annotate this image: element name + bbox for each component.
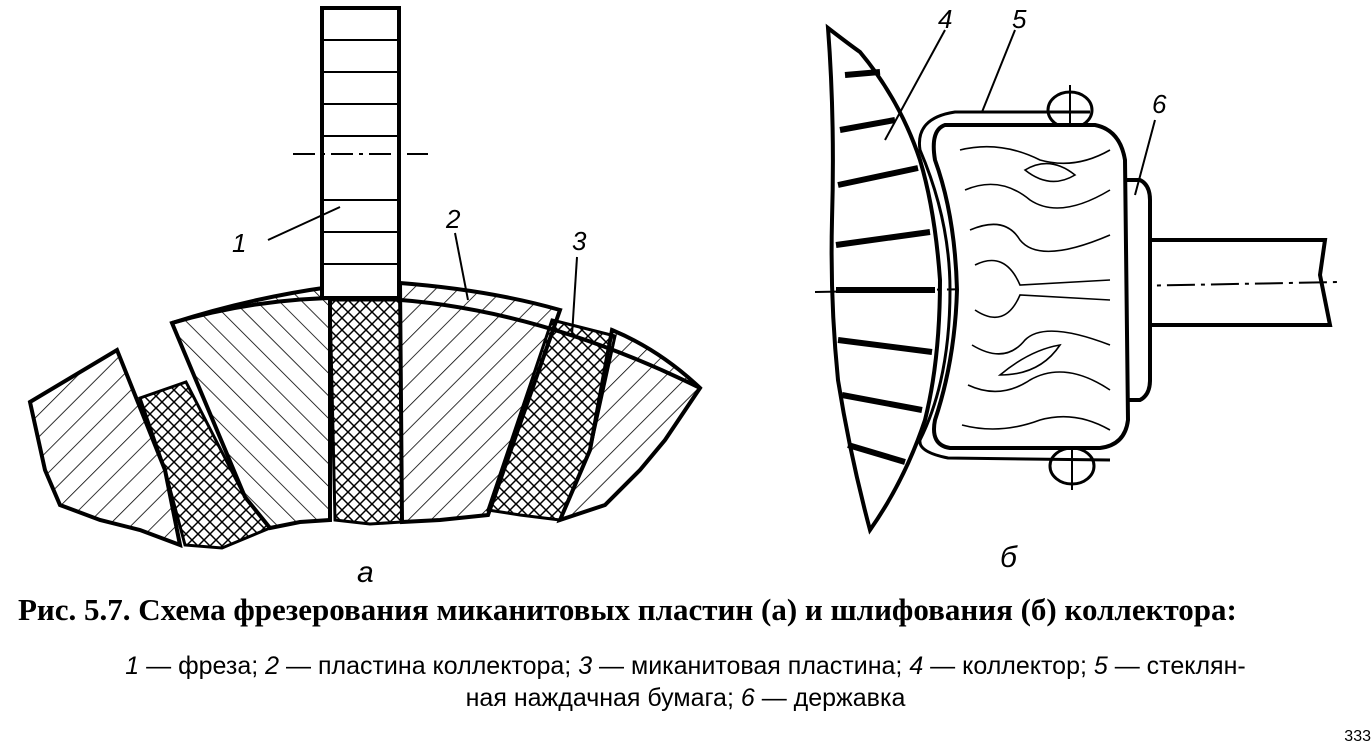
figure-caption-title: Рис. 5.7. Схема фрезерования миканитовых… xyxy=(18,592,1237,627)
commutator-segment xyxy=(27,347,183,549)
commutator-segment xyxy=(556,327,703,524)
leader-line-4 xyxy=(884,29,946,141)
callout-2: 2 xyxy=(445,204,461,234)
panel-a-label: а xyxy=(357,556,374,589)
leader-line-1 xyxy=(267,206,341,241)
leader-line-6 xyxy=(1134,119,1156,196)
wooden-block xyxy=(931,123,1131,450)
legend-num-4: 4 xyxy=(909,652,924,680)
legend-num-1: 1 xyxy=(125,652,140,680)
legend-text-5-cont: ная наждачная бумага; xyxy=(465,684,741,712)
legend-num-2: 2 xyxy=(265,652,280,680)
callout-3: 3 xyxy=(572,226,587,256)
callout-4: 4 xyxy=(938,4,952,34)
leader-line-2 xyxy=(454,232,469,301)
mica-plate xyxy=(138,380,273,550)
figure-drawing: 1 2 3 а xyxy=(27,4,1341,589)
callout-6: 6 xyxy=(1152,89,1167,119)
legend-text-3: — миканитовая пластина; xyxy=(592,652,910,680)
commutator-outer-arc xyxy=(171,295,701,390)
legend-text-5: — стеклян- xyxy=(1107,652,1246,680)
legend-num-5: 5 xyxy=(1093,652,1108,680)
panel-b-label: б xyxy=(1000,541,1018,574)
legend-text-6: — державка xyxy=(754,684,906,712)
figure-caption-legend: 1 — фреза; 2 — пластина коллектора; 3 — … xyxy=(0,650,1371,714)
legend-num-3: 3 xyxy=(578,652,593,680)
leader-line-5 xyxy=(981,29,1016,113)
callout-1: 1 xyxy=(232,228,246,258)
legend-text-4: — коллектор; xyxy=(923,652,1094,680)
legend-text-1: — фреза; xyxy=(139,652,266,680)
panel-a-commutator-section: 1 2 3 а xyxy=(27,6,703,589)
commutator-4 xyxy=(825,23,943,535)
leader-line-3 xyxy=(571,256,578,336)
panel-b-grinding: 4 5 6 б xyxy=(814,4,1341,574)
legend-num-6: 6 xyxy=(740,684,755,712)
milling-cutter xyxy=(293,6,428,300)
legend-text-2: — пластина коллектора; xyxy=(279,652,579,680)
emery-paper-5 xyxy=(917,110,1111,462)
mica-plate-center xyxy=(328,298,404,526)
page-number: 333 xyxy=(1344,728,1371,745)
wood-grain xyxy=(959,145,1111,431)
callout-5: 5 xyxy=(1012,4,1027,34)
